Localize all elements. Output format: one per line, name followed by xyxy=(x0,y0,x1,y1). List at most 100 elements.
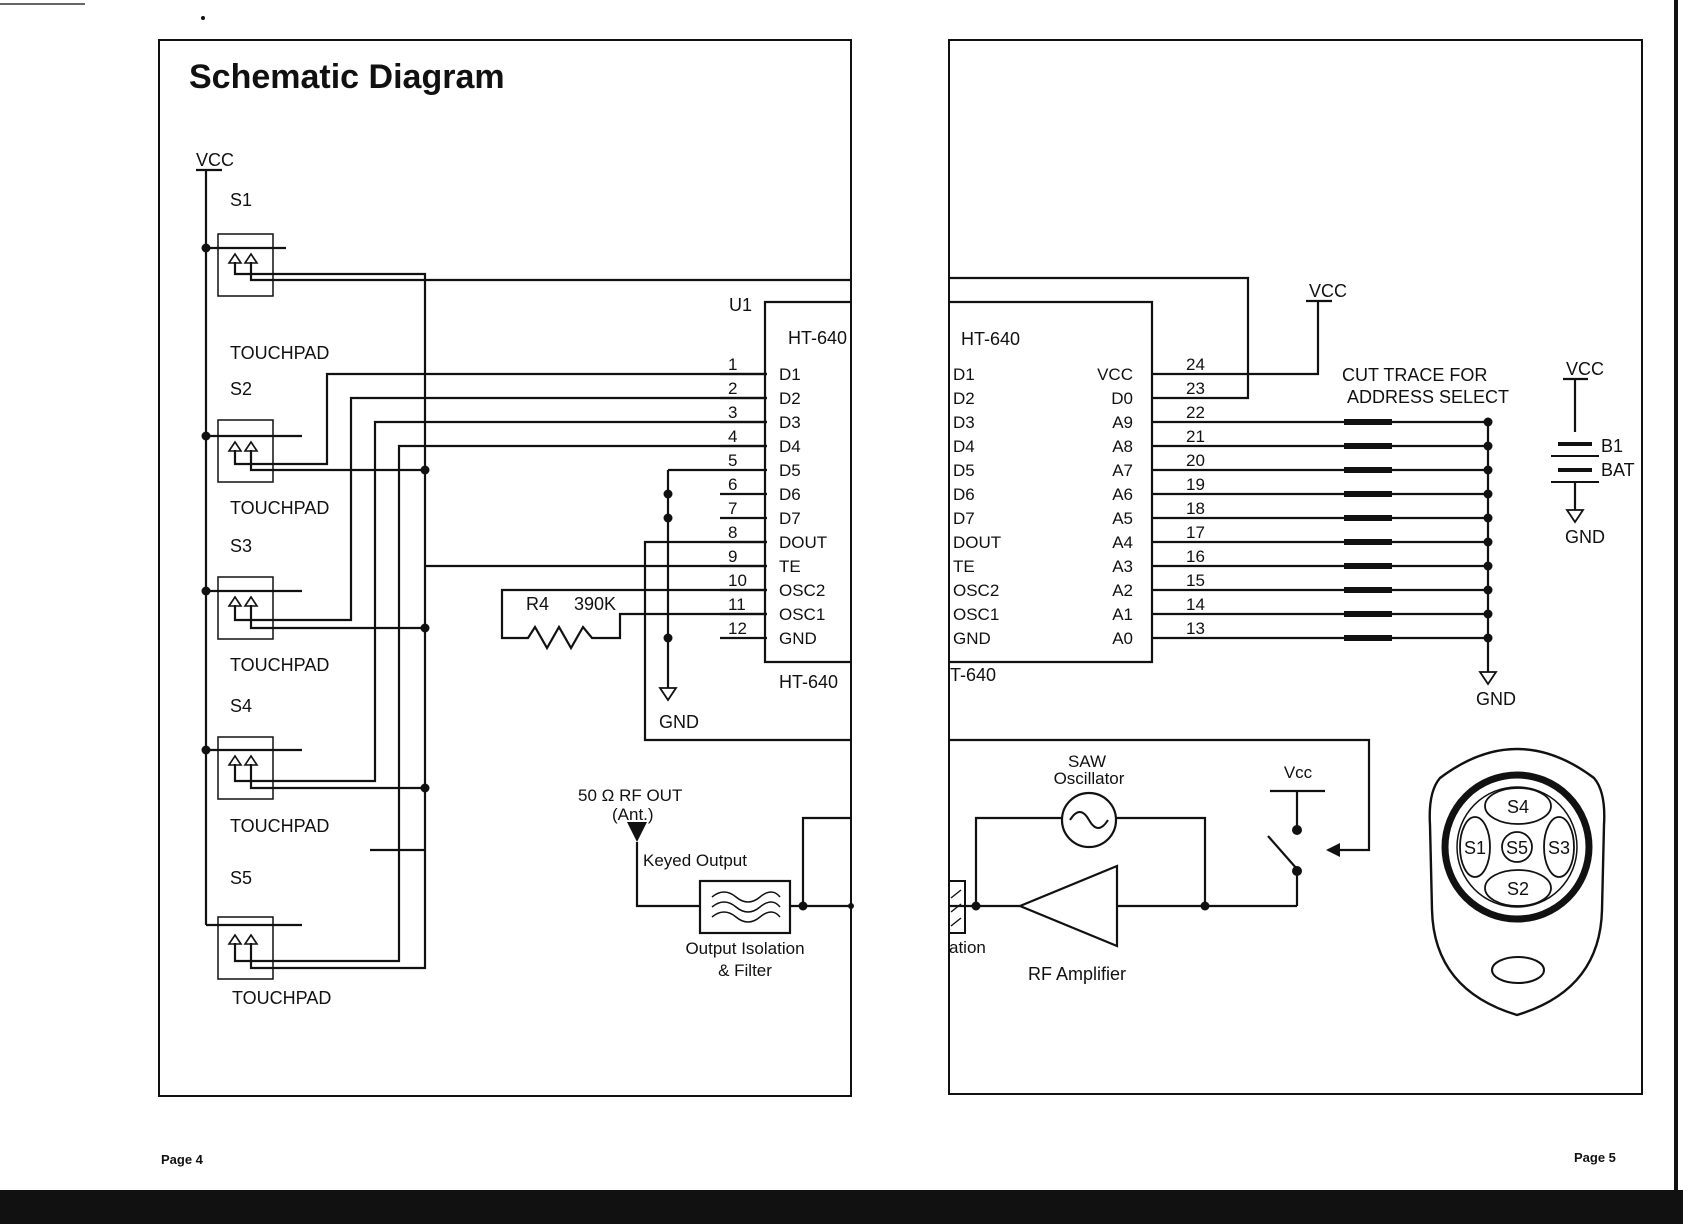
keyed-output-label: Keyed Output xyxy=(643,851,747,870)
pin-number: 14 xyxy=(1186,595,1205,614)
pin-number: 17 xyxy=(1186,523,1205,542)
dout-line xyxy=(643,540,851,742)
pin-name: D3 xyxy=(953,413,975,432)
rf-out-sublabel: (Ant.) xyxy=(612,805,654,824)
pin-number: 19 xyxy=(1186,475,1205,494)
pin-name: GND xyxy=(953,629,991,648)
ic-pin-row: A1 14 xyxy=(1112,595,1205,624)
switch-name: S1 xyxy=(230,190,252,210)
touchpad-box xyxy=(217,576,274,640)
switch-lever xyxy=(1267,835,1298,870)
junction-dot xyxy=(201,431,211,441)
pin-number: 18 xyxy=(1186,499,1205,518)
remote-label-bottom: S2 xyxy=(1507,879,1529,899)
filter-box-fragment xyxy=(948,880,966,934)
junction-dot xyxy=(201,745,211,755)
filter-label: Output Isolation xyxy=(685,939,804,958)
remote-label-center: S5 xyxy=(1506,838,1528,858)
pin-name: A0 xyxy=(1112,629,1133,648)
gnd-symbol xyxy=(1478,671,1498,686)
switch-name: S5 xyxy=(230,868,252,888)
pin-name: D1 xyxy=(953,365,975,384)
ic-name-bottom: HT-640 xyxy=(779,672,838,692)
pin-number: 10 xyxy=(728,571,747,590)
switch-s2: S2 TOUCHPAD xyxy=(201,372,767,518)
pin-name: GND xyxy=(779,629,817,648)
switch-contact-arrows xyxy=(227,754,259,766)
right-page-frame xyxy=(948,39,1643,1095)
switch-s3: S3 TOUCHPAD xyxy=(201,396,767,675)
ic-ref: U1 xyxy=(729,295,752,315)
switch-contact-arrows xyxy=(227,252,259,264)
remote-label-left: S1 xyxy=(1464,838,1486,858)
ic-name-bottom: T-640 xyxy=(950,665,996,685)
battery-gnd-label: GND xyxy=(1565,527,1605,547)
remote-label-right: S3 xyxy=(1548,838,1570,858)
address-line xyxy=(1152,513,1493,523)
page-number-right: Page 5 xyxy=(1574,1150,1616,1165)
resistor-r4: R4 390K xyxy=(500,588,767,651)
filter-sublabel: & Filter xyxy=(718,961,772,980)
cut-trace-sublabel: ADDRESS SELECT xyxy=(1347,387,1509,407)
address-line xyxy=(1152,633,1493,643)
switch-name: S3 xyxy=(230,536,252,556)
touchpad-label: TOUCHPAD xyxy=(230,498,329,518)
switch-name: S4 xyxy=(230,696,252,716)
filter-wave-icon xyxy=(711,891,781,923)
battery-b1: VCC B1 BAT GND xyxy=(1551,359,1635,547)
remote-body xyxy=(1428,747,1606,1017)
pin-name: D4 xyxy=(953,437,975,456)
pin-name: TE xyxy=(953,557,975,576)
pin-name: D0 xyxy=(1111,389,1133,408)
scan-speck xyxy=(201,16,205,20)
pin-name: D1 xyxy=(779,365,801,384)
switch-s1: S1 TOUCHPAD xyxy=(201,190,851,852)
ic-pin-row: 1D1 xyxy=(720,355,801,384)
vcc-pin-wire xyxy=(1152,301,1320,376)
pin-number: 2 xyxy=(728,379,737,398)
pin-number: 20 xyxy=(1186,451,1205,470)
pin-number: 24 xyxy=(1186,355,1205,374)
pin-number: 9 xyxy=(728,547,737,566)
pin-number: 22 xyxy=(1186,403,1205,422)
vcc-top-label: VCC xyxy=(1309,281,1347,301)
vcc-switch: Vcc xyxy=(1267,763,1325,906)
remote-button-right xyxy=(1543,816,1575,878)
remote-button-center xyxy=(1501,831,1533,863)
touchpad-label: TOUCHPAD xyxy=(230,816,329,836)
pin-name: A8 xyxy=(1112,437,1133,456)
ic-body xyxy=(949,300,1154,664)
battery-vcc-label: VCC xyxy=(1566,359,1604,379)
pin-name: D6 xyxy=(779,485,801,504)
pin-number: 16 xyxy=(1186,547,1205,566)
right-page: HT-640 T-640 D1D2D3D4D5D6D7DOUTTEOSC2OSC… xyxy=(948,39,1643,1165)
ic-pin-row: 5D5 xyxy=(720,451,801,480)
rf-out-label: 50 Ω RF OUT xyxy=(578,786,682,805)
pin-name: A5 xyxy=(1112,509,1133,528)
pin-number: 5 xyxy=(728,451,737,470)
ic-pin-group: 1D12D23D34D45D56D67D78DOUT9TE10OSC211OSC… xyxy=(720,355,827,648)
left-page: Schematic Diagram VCC S1 TOUCHPAD S2 xyxy=(158,39,854,1167)
rf-amplifier: RF Amplifier xyxy=(949,864,1297,984)
ic-name-top: HT-640 xyxy=(961,329,1020,349)
touchpad-box xyxy=(217,233,274,297)
sine-source-icon xyxy=(1060,791,1118,849)
ic-pin-row: A5 18 xyxy=(1112,499,1205,528)
pin-name: DOUT xyxy=(779,533,827,552)
pin-number: 11 xyxy=(728,595,746,614)
pin-name: A1 xyxy=(1112,605,1133,624)
switch-contact-arrows xyxy=(227,595,259,607)
scan-bottom-edge xyxy=(0,1190,1683,1224)
touchpad-box xyxy=(217,419,274,483)
ic-pin-row: 7D7 xyxy=(720,499,801,528)
vcc-label: VCC xyxy=(196,150,234,170)
ic-pin-row: 3D3 xyxy=(720,403,801,432)
